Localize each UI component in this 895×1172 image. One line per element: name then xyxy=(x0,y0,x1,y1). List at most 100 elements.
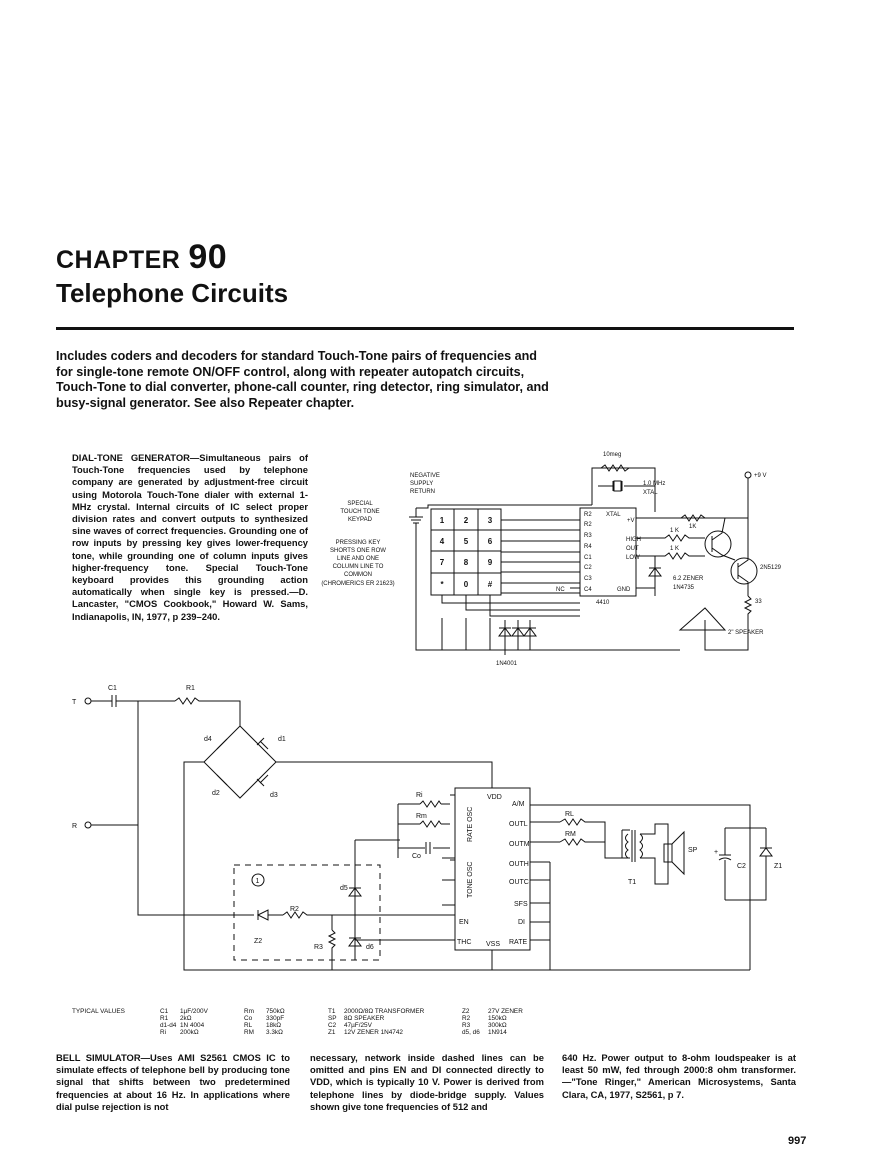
label-sp: SP xyxy=(688,847,698,854)
label-t1: T1 xyxy=(628,879,636,886)
chapter-number: 90 xyxy=(188,238,228,276)
label-t: T xyxy=(72,699,77,706)
tv-key: C1 xyxy=(160,1008,169,1015)
tv-val: 18kΩ xyxy=(266,1022,282,1029)
keypad-label-3: KEYPAD xyxy=(348,517,373,523)
tv-key: C2 xyxy=(328,1022,337,1029)
tv-val: 330pF xyxy=(266,1015,285,1022)
neg-supply-3: RETURN xyxy=(410,489,435,495)
label-c2: C2 xyxy=(737,863,746,870)
label-rm: Rm xyxy=(416,813,427,820)
r-33-label: 33 xyxy=(755,599,762,605)
bell-caption-col2: necessary, network inside dashed lines c… xyxy=(310,1052,544,1112)
tv-key: Rm xyxy=(244,1008,254,1015)
dial-tone-caption: DIAL-TONE GENERATOR—Simultaneous pairs o… xyxy=(72,452,308,623)
ic-pin-r3: R3 xyxy=(584,533,592,539)
tv-key: d1-d4 xyxy=(160,1022,177,1029)
ic-pin-c4: C4 xyxy=(584,587,592,593)
tv-key: RL xyxy=(244,1022,253,1029)
tv-val: 2000Ω/8Ω TRANSFORMER xyxy=(344,1008,425,1015)
ic-low: LOW xyxy=(626,555,640,561)
tone-osc-label: TONE OSC xyxy=(467,862,474,898)
label-c1: C1 xyxy=(108,685,117,692)
tv-val: 3.3kΩ xyxy=(266,1029,283,1036)
circle-marker-label: 1 xyxy=(256,878,260,885)
tv-key: Z2 xyxy=(462,1008,470,1015)
zener-label-1: 6.2 ZENER xyxy=(673,576,704,582)
key-hash: # xyxy=(488,580,493,589)
bell-caption-col3: 640 Hz. Power output to 8-ohm loudspeake… xyxy=(562,1052,796,1100)
press-label-5: COMMON xyxy=(344,572,372,578)
page-number: 997 xyxy=(788,1135,807,1147)
label-d3: d3 xyxy=(270,792,278,799)
label-d6: d6 xyxy=(366,944,374,951)
r-1k-c: 1 K xyxy=(670,546,679,552)
press-label-1: PRESSING KEY xyxy=(336,540,381,546)
label-r1: R1 xyxy=(186,685,195,692)
tv-col2: Rm 750kΩ Co 330pF RL 18kΩ RM 3.3kΩ xyxy=(244,1008,314,1036)
press-label-6: (CHROMERICS ER 21623) xyxy=(321,581,394,587)
tv-val: 200kΩ xyxy=(180,1029,199,1036)
rate-osc-label: RATE OSC xyxy=(467,807,474,842)
tv-key: RM xyxy=(244,1029,254,1036)
diodes-label: 1N4001 xyxy=(496,661,518,667)
tv-key: T1 xyxy=(328,1008,336,1015)
ic-pin-r2b: R2 xyxy=(584,522,592,528)
pin-sfs: SFS xyxy=(514,901,528,908)
dial-tone-body: —Simultaneous pairs of Touch-Tone freque… xyxy=(72,452,308,622)
press-label-4: COLUMN LINE TO xyxy=(333,564,384,570)
tv-val: 1N 4004 xyxy=(180,1022,205,1029)
tv-val: 300kΩ xyxy=(488,1022,507,1029)
label-d2: d2 xyxy=(212,790,220,797)
zener-label-2: 1N4735 xyxy=(673,585,695,591)
pin-en: EN xyxy=(459,919,469,926)
key-1: 1 xyxy=(440,516,445,525)
tv-key: d5, d6 xyxy=(462,1029,480,1036)
pin-di: DI xyxy=(518,919,525,926)
tv-val: 1N914 xyxy=(488,1029,507,1036)
label-plus: + xyxy=(714,849,718,856)
tv-key: R2 xyxy=(462,1015,471,1022)
tv-val: 750kΩ xyxy=(266,1008,285,1015)
neg-supply-2: SUPPLY xyxy=(410,481,433,487)
ic-pin-r2a: R2 xyxy=(584,512,592,518)
tv-val: 2kΩ xyxy=(180,1015,192,1022)
label-co: Co xyxy=(412,853,421,860)
ic-out: OUT xyxy=(626,546,639,552)
label-z2: Z2 xyxy=(254,938,262,945)
label-rmb: RM xyxy=(565,831,576,838)
tv-key: Co xyxy=(244,1015,253,1022)
key-6: 6 xyxy=(488,537,493,546)
bell-caption-col1: BELL SIMULATOR—Uses AMI S2561 CMOS IC to… xyxy=(56,1052,290,1113)
ic-pin-r4: R4 xyxy=(584,544,592,550)
tv-key: SP xyxy=(328,1015,337,1022)
press-label-3: LINE AND ONE xyxy=(337,556,379,562)
pin-thc: THC xyxy=(457,939,471,946)
tv-key: R3 xyxy=(462,1022,471,1029)
circle-marker xyxy=(251,873,265,887)
supply-label: +9 V xyxy=(754,473,767,479)
label-r3: R3 xyxy=(314,944,323,951)
key-star: * xyxy=(440,580,444,589)
neg-supply-1: NEGATIVE xyxy=(410,473,440,479)
ic-high: HIGH xyxy=(626,537,641,543)
nc-label: NC xyxy=(556,587,565,593)
r-10meg-label: 10meg xyxy=(603,452,621,458)
label-ri: Ri xyxy=(416,792,423,799)
bell-body-1: —Uses AMI S2561 CMOS IC to simulate effe… xyxy=(56,1052,290,1112)
label-d5: d5 xyxy=(340,885,348,892)
dial-tone-heading: DIAL-TONE GENERATOR xyxy=(72,452,190,463)
tv-val: 27V ZENER xyxy=(488,1008,523,1015)
label-d1: d1 xyxy=(278,736,286,743)
ic-pin-c1: C1 xyxy=(584,555,592,561)
tv-val: 12V ZENER 1N4742 xyxy=(344,1029,403,1036)
key-8: 8 xyxy=(464,558,469,567)
ic-xtal: XTAL xyxy=(606,512,621,518)
ic-part: 4410 xyxy=(596,600,610,606)
key-5: 5 xyxy=(464,537,469,546)
